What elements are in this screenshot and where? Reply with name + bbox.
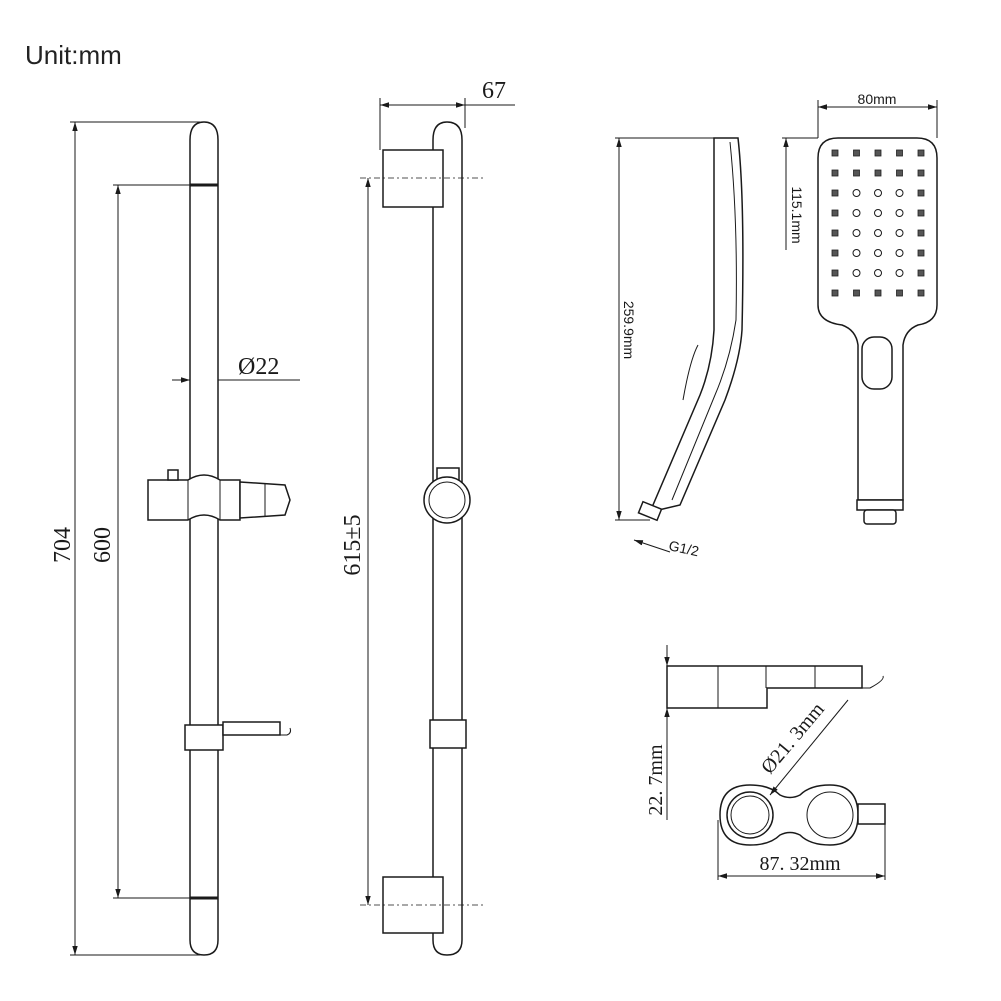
nozzle (831, 289, 839, 297)
nozzle (917, 209, 925, 217)
hand-shower-front-view: 80mm 115.1mm (782, 91, 938, 525)
nozzle (874, 209, 882, 217)
nozzle (895, 229, 904, 237)
nozzle (917, 269, 925, 277)
nozzle (852, 249, 861, 257)
nozzle (896, 169, 903, 177)
nozzle (852, 269, 861, 277)
nozzle (895, 209, 904, 217)
nozzle (852, 209, 861, 217)
soap-dish-views: 22. 7mm Ø21. 3mm 87. 32mm (645, 645, 886, 880)
nozzle (917, 169, 925, 177)
nozzle (831, 269, 839, 277)
nozzle (917, 229, 925, 237)
dim-67: 67 (482, 78, 506, 104)
dim-615: 615±5 (340, 514, 366, 575)
rail-side-view: 67 615±5 (340, 78, 515, 956)
hand-shower-side-view: 259.9mm G1/2 (615, 137, 744, 559)
dim-80mm: 80mm (858, 91, 897, 107)
nozzle (896, 149, 903, 157)
top-bracket (382, 149, 444, 208)
unit-label: Unit:mm (25, 40, 122, 70)
nozzle (874, 269, 882, 277)
dim-87-32mm: 87. 32mm (759, 853, 841, 875)
nozzle (831, 229, 839, 237)
nozzle (895, 189, 904, 197)
rail-front-view: 704 600 Ø22 (50, 121, 300, 956)
nozzle (895, 249, 904, 257)
nozzle-grid (831, 149, 925, 297)
nozzle (874, 189, 882, 197)
nozzle (852, 229, 861, 237)
soap-dish-slider (184, 721, 292, 751)
nozzle (895, 269, 904, 277)
shower-holder (147, 469, 291, 521)
nozzle (917, 289, 925, 297)
nozzle (853, 169, 860, 177)
nozzle (874, 289, 882, 297)
nozzle (852, 189, 861, 197)
nozzle (831, 249, 839, 257)
nozzle (917, 249, 925, 257)
nozzle (874, 229, 882, 237)
dim-115-1mm: 115.1mm (789, 186, 805, 243)
nozzle (853, 149, 860, 157)
nozzle (831, 149, 839, 157)
dim-g1-2: G1/2 (667, 537, 700, 559)
nozzle (831, 169, 839, 177)
nozzle (874, 169, 882, 177)
dim-600: 600 (90, 527, 116, 563)
nozzle (831, 189, 839, 197)
nozzle (874, 249, 882, 257)
dim-diameter-22: Ø22 (238, 354, 279, 380)
nozzle (853, 289, 860, 297)
dim-22-7mm: 22. 7mm (645, 744, 667, 816)
dim-704: 704 (50, 527, 76, 563)
nozzle (917, 189, 925, 197)
nozzle (831, 209, 839, 217)
nozzle (874, 149, 882, 157)
dim-259-9mm: 259.9mm (621, 301, 637, 359)
nozzle (917, 149, 925, 157)
nozzle (896, 289, 903, 297)
